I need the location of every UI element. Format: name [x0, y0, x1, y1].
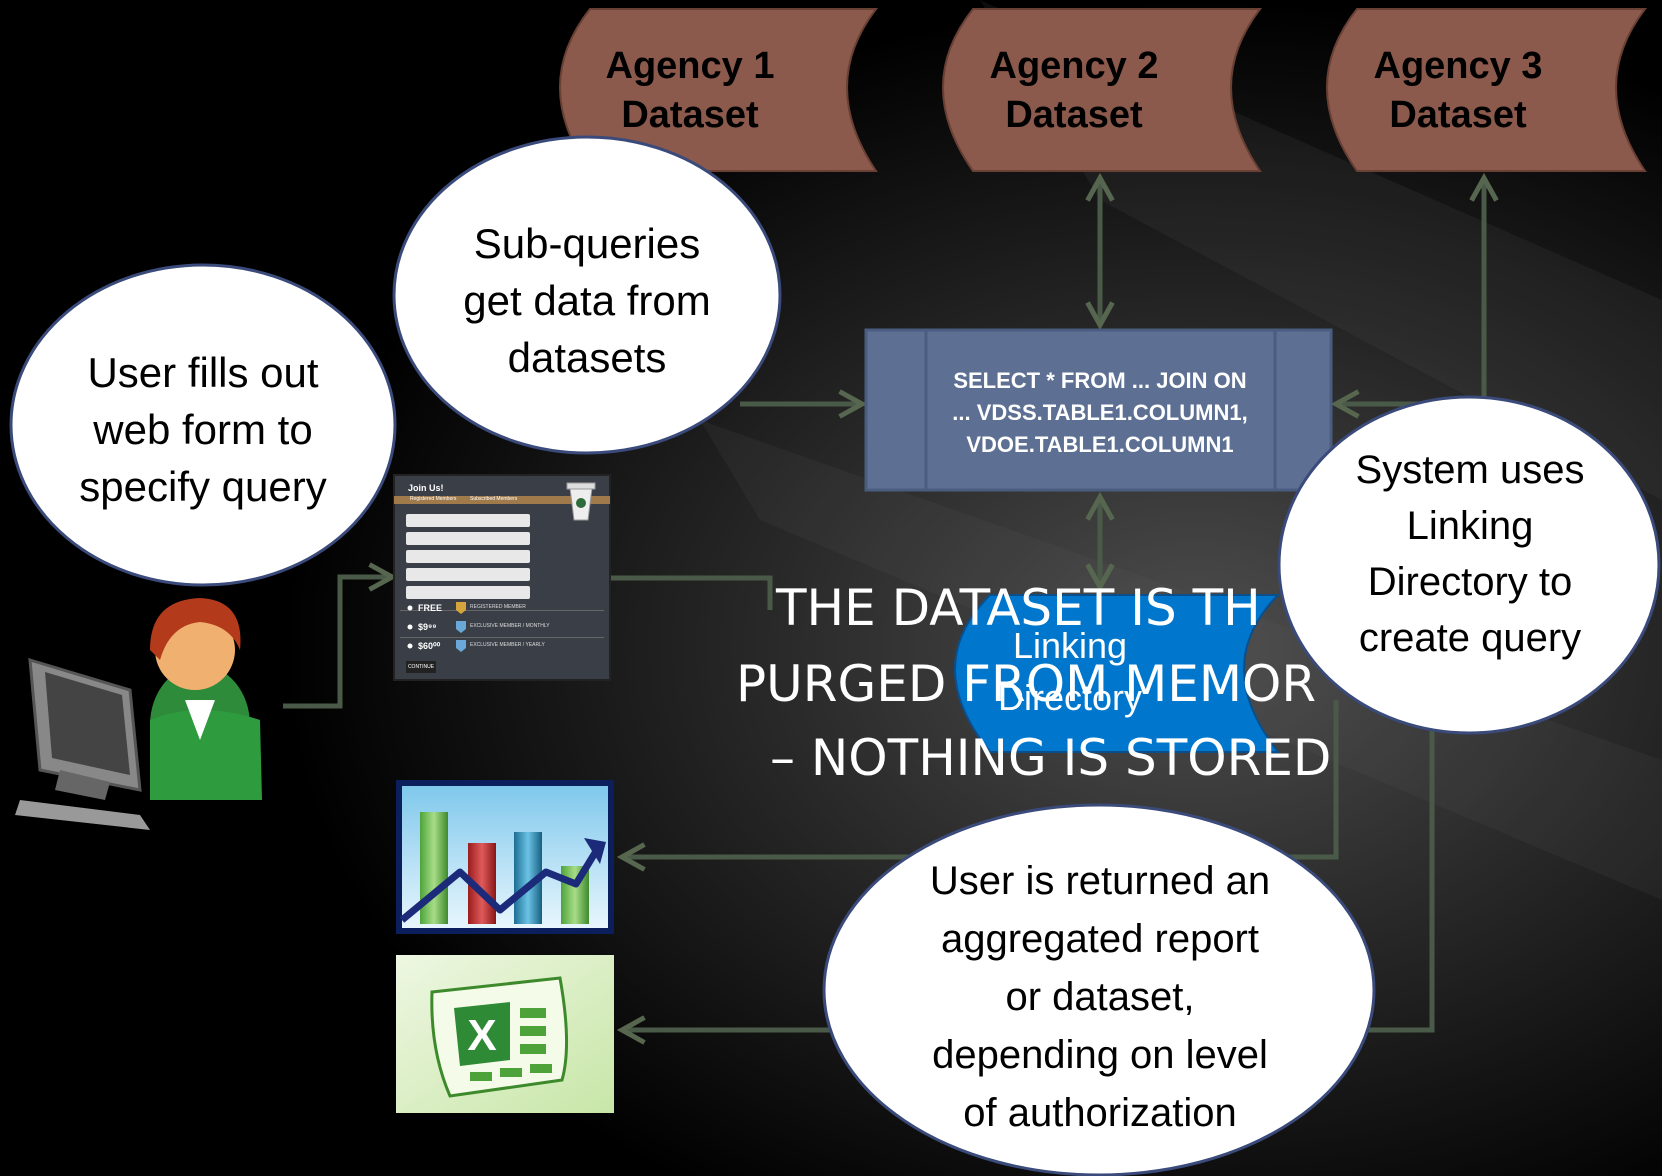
purge-note-line-2: PURGED FROM MEMOR	[736, 655, 1317, 713]
bubble-system-linking-text: System uses Linking Directory to create …	[1355, 448, 1585, 660]
coffee-cup-icon	[566, 482, 596, 521]
web-form-field[interactable]	[406, 550, 530, 563]
web-form-field[interactable]	[406, 586, 530, 599]
badge-icon	[456, 602, 466, 614]
excel-icon: X	[396, 955, 614, 1113]
dataset-shape-agency-2	[942, 8, 1263, 172]
badge-icon	[456, 621, 466, 633]
bubble-subqueries	[392, 135, 782, 455]
badge-icon	[456, 640, 466, 652]
web-form-option: EXCLUSIVE MEMBER / YEARLY	[470, 642, 545, 648]
bubble-user-form-text: User fills out web form to specify query	[79, 349, 327, 510]
bar-chart-icon	[396, 780, 614, 934]
purge-note-line-3: – NOTHING IS STORED	[770, 729, 1332, 787]
web-form-title: Join Us!	[408, 483, 444, 493]
web-form-continue-button[interactable]: CONTINUE	[406, 661, 436, 673]
bubble-user-returned-text: User is returned an aggregated report or…	[929, 859, 1271, 1135]
sql-query-text: SELECT * FROM ... JOIN ON ... VDSS.TABLE…	[952, 368, 1248, 457]
bubble-user-returned	[822, 803, 1376, 1176]
web-form-field[interactable]	[406, 568, 530, 581]
linking-directory-shape	[954, 594, 1281, 753]
user-at-computer-icon	[15, 598, 262, 830]
web-form-option: REGISTERED MEMBER	[470, 604, 526, 610]
web-form-option: EXCLUSIVE MEMBER / MONTHLY	[470, 623, 550, 629]
sql-query-box	[864, 328, 1333, 492]
dataset-shape-agency-1	[559, 8, 879, 172]
web-form-tab[interactable]: Subscribed Members	[470, 496, 518, 502]
linking-directory-text: Linking Directory	[997, 625, 1143, 718]
web-form-price: $9⁹⁹	[418, 622, 437, 632]
svg-text:X: X	[467, 1011, 496, 1060]
web-form-price: FREE	[418, 603, 443, 613]
bubble-subqueries-text: Sub-queries get data from datasets	[463, 220, 711, 381]
web-form-field[interactable]	[406, 532, 530, 545]
web-form-price: $60⁰⁰	[418, 641, 441, 651]
web-form-field[interactable]	[406, 514, 530, 527]
purge-note-line-1: THE DATASET IS TH	[776, 579, 1261, 637]
web-form-tab[interactable]: Registered Members	[410, 496, 457, 502]
dataset-shape-agency-3	[1326, 8, 1648, 172]
bubble-system-linking	[1277, 395, 1661, 735]
bubble-user-form	[9, 263, 397, 587]
